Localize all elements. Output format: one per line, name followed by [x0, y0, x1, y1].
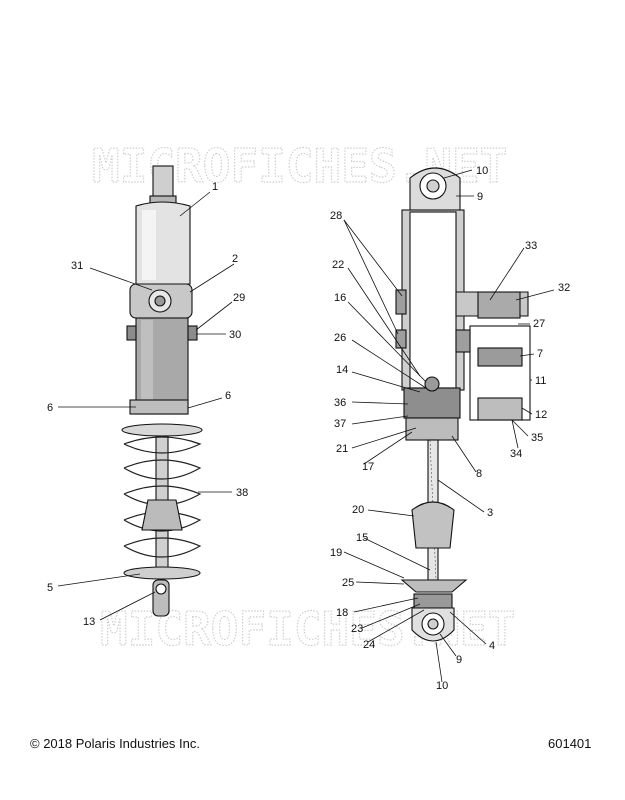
- callout-15: 15: [356, 532, 368, 544]
- callout-13: 13: [83, 616, 95, 628]
- callout-4: 4: [489, 640, 495, 652]
- callout-14: 14: [336, 364, 348, 376]
- callout-12: 12: [535, 409, 547, 421]
- callout-3: 3: [487, 507, 493, 519]
- callout-11: 11: [535, 375, 546, 387]
- callout-2: 2: [232, 253, 238, 265]
- callout-8: 8: [476, 468, 482, 480]
- copyright-notice: © 2018 Polaris Industries Inc.: [30, 736, 200, 751]
- callout-6-right: 6: [225, 390, 231, 402]
- callout-6-left: 6: [47, 402, 53, 414]
- callout-26: 26: [334, 332, 346, 344]
- callout-7: 7: [537, 348, 543, 360]
- callout-23: 23: [351, 623, 363, 635]
- callout-25: 25: [342, 577, 354, 589]
- callout-9-top: 9: [477, 191, 483, 203]
- callout-28: 28: [330, 210, 342, 222]
- callout-34: 34: [510, 448, 522, 460]
- callout-17: 17: [362, 461, 374, 473]
- callout-10-top: 10: [476, 165, 488, 177]
- callout-22: 22: [332, 259, 344, 271]
- callout-labels: 1 2 31 29 30 6 6 38 5 13 10 9 28 33 22 3…: [47, 165, 570, 692]
- callout-27: 27: [533, 318, 545, 330]
- callout-16: 16: [334, 292, 346, 304]
- callout-10-bottom: 10: [436, 680, 448, 692]
- callout-37: 37: [334, 418, 346, 430]
- callout-36: 36: [334, 397, 346, 409]
- assembled-shock: [121, 165, 203, 617]
- callout-18: 18: [336, 607, 348, 619]
- callout-33: 33: [525, 240, 537, 252]
- callout-38: 38: [236, 487, 248, 499]
- callout-30: 30: [229, 329, 241, 341]
- callout-21: 21: [336, 443, 348, 455]
- callout-32: 32: [558, 282, 570, 294]
- callout-20: 20: [352, 504, 364, 516]
- callout-19: 19: [330, 547, 342, 559]
- callout-5: 5: [47, 582, 53, 594]
- callout-24: 24: [363, 639, 375, 651]
- callout-31: 31: [71, 260, 83, 272]
- leader-lines: [57, 169, 555, 683]
- cutaway-shock: [395, 167, 531, 642]
- callout-1: 1: [212, 181, 218, 193]
- diagram-number: 601401: [548, 736, 592, 751]
- callout-35: 35: [531, 432, 543, 444]
- callout-9-bottom: 9: [456, 654, 462, 666]
- callout-29: 29: [233, 292, 245, 304]
